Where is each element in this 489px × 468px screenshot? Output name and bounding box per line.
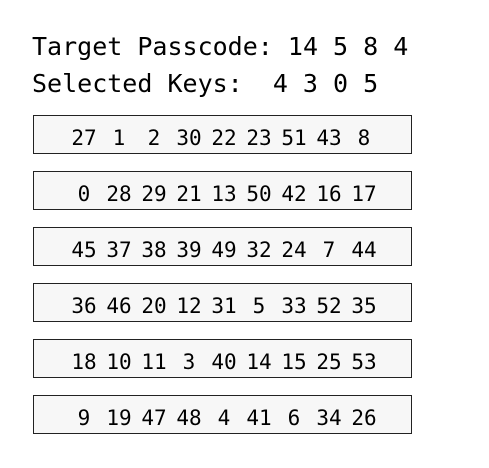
keypad-key[interactable]: 3 xyxy=(182,350,196,374)
keypad-key[interactable]: 21 xyxy=(176,182,202,206)
keypad-key[interactable]: 27 xyxy=(71,126,97,150)
keypad-key[interactable]: 1 xyxy=(112,126,126,150)
keypad-key[interactable]: 13 xyxy=(211,182,237,206)
keypad-key[interactable]: 26 xyxy=(351,406,377,430)
keypad-key[interactable]: 49 xyxy=(211,238,237,262)
keypad-key[interactable]: 0 xyxy=(77,182,91,206)
keypad-key[interactable]: 16 xyxy=(316,182,342,206)
keypad-key[interactable]: 48 xyxy=(176,406,202,430)
target-passcode-label: Target Passcode: xyxy=(32,32,273,61)
keypad-row: 36 46 20 12 31 5 33 52 35 xyxy=(33,283,412,322)
keypad-key[interactable]: 20 xyxy=(141,294,167,318)
keypad-key[interactable]: 18 xyxy=(71,350,97,374)
keypad-key[interactable]: 46 xyxy=(106,294,132,318)
keypad-key[interactable]: 36 xyxy=(71,294,97,318)
keypad-key[interactable]: 52 xyxy=(316,294,342,318)
selected-keys-value: 4 3 0 5 xyxy=(272,69,379,98)
keypad-key[interactable]: 43 xyxy=(316,126,342,150)
keypad-key[interactable]: 22 xyxy=(211,126,237,150)
keypad-key[interactable]: 19 xyxy=(106,406,132,430)
keypad-key[interactable]: 5 xyxy=(252,294,266,318)
keypad-key[interactable]: 33 xyxy=(281,294,307,318)
keypad-key[interactable]: 45 xyxy=(71,238,97,262)
keypad-key[interactable]: 41 xyxy=(246,406,272,430)
keypad-key[interactable]: 28 xyxy=(106,182,132,206)
selected-keys-line: Selected Keys: 4 3 0 5 xyxy=(32,70,378,98)
keypad-key[interactable]: 23 xyxy=(246,126,272,150)
keypad-key[interactable]: 6 xyxy=(287,406,301,430)
keypad-key[interactable]: 11 xyxy=(141,350,167,374)
keypad-key[interactable]: 37 xyxy=(106,238,132,262)
keypad-key[interactable]: 30 xyxy=(176,126,202,150)
target-passcode-value: 14 5 8 4 xyxy=(287,32,409,61)
keypad-key[interactable]: 51 xyxy=(281,126,307,150)
keypad-key[interactable]: 50 xyxy=(246,182,272,206)
keypad-key[interactable]: 44 xyxy=(351,238,377,262)
keypad-key[interactable]: 29 xyxy=(141,182,167,206)
keypad-key[interactable]: 25 xyxy=(316,350,342,374)
keypad-key[interactable]: 12 xyxy=(176,294,202,318)
keypad-key[interactable]: 31 xyxy=(211,294,237,318)
keypad-row: 45 37 38 39 49 32 24 7 44 xyxy=(33,227,412,266)
keypad-key[interactable]: 10 xyxy=(106,350,132,374)
keypad-key[interactable]: 9 xyxy=(77,406,91,430)
keypad-key[interactable]: 32 xyxy=(246,238,272,262)
keypad-key[interactable]: 42 xyxy=(281,182,307,206)
keypad-key[interactable]: 53 xyxy=(351,350,377,374)
selected-keys-label: Selected Keys: xyxy=(32,69,243,98)
keypad-key[interactable]: 2 xyxy=(147,126,161,150)
target-passcode-line: Target Passcode: 14 5 8 4 xyxy=(32,33,408,61)
keypad-key[interactable]: 17 xyxy=(351,182,377,206)
keypad-row: 9 19 47 48 4 41 6 34 26 xyxy=(33,395,412,434)
keypad-key[interactable]: 35 xyxy=(351,294,377,318)
keypad-key[interactable]: 47 xyxy=(141,406,167,430)
keypad-key[interactable]: 7 xyxy=(322,238,336,262)
keypad-key[interactable]: 40 xyxy=(211,350,237,374)
keypad-key[interactable]: 4 xyxy=(217,406,231,430)
keypad-key[interactable]: 39 xyxy=(176,238,202,262)
keypad-row: 18 10 11 3 40 14 15 25 53 xyxy=(33,339,412,378)
keypad-key[interactable]: 24 xyxy=(281,238,307,262)
keypad-key[interactable]: 15 xyxy=(281,350,307,374)
keypad-key[interactable]: 14 xyxy=(246,350,272,374)
keypad-key[interactable]: 38 xyxy=(141,238,167,262)
keypad-row: 0 28 29 21 13 50 42 16 17 xyxy=(33,171,412,210)
keypad-key[interactable]: 34 xyxy=(316,406,342,430)
keypad-key[interactable]: 8 xyxy=(357,126,371,150)
